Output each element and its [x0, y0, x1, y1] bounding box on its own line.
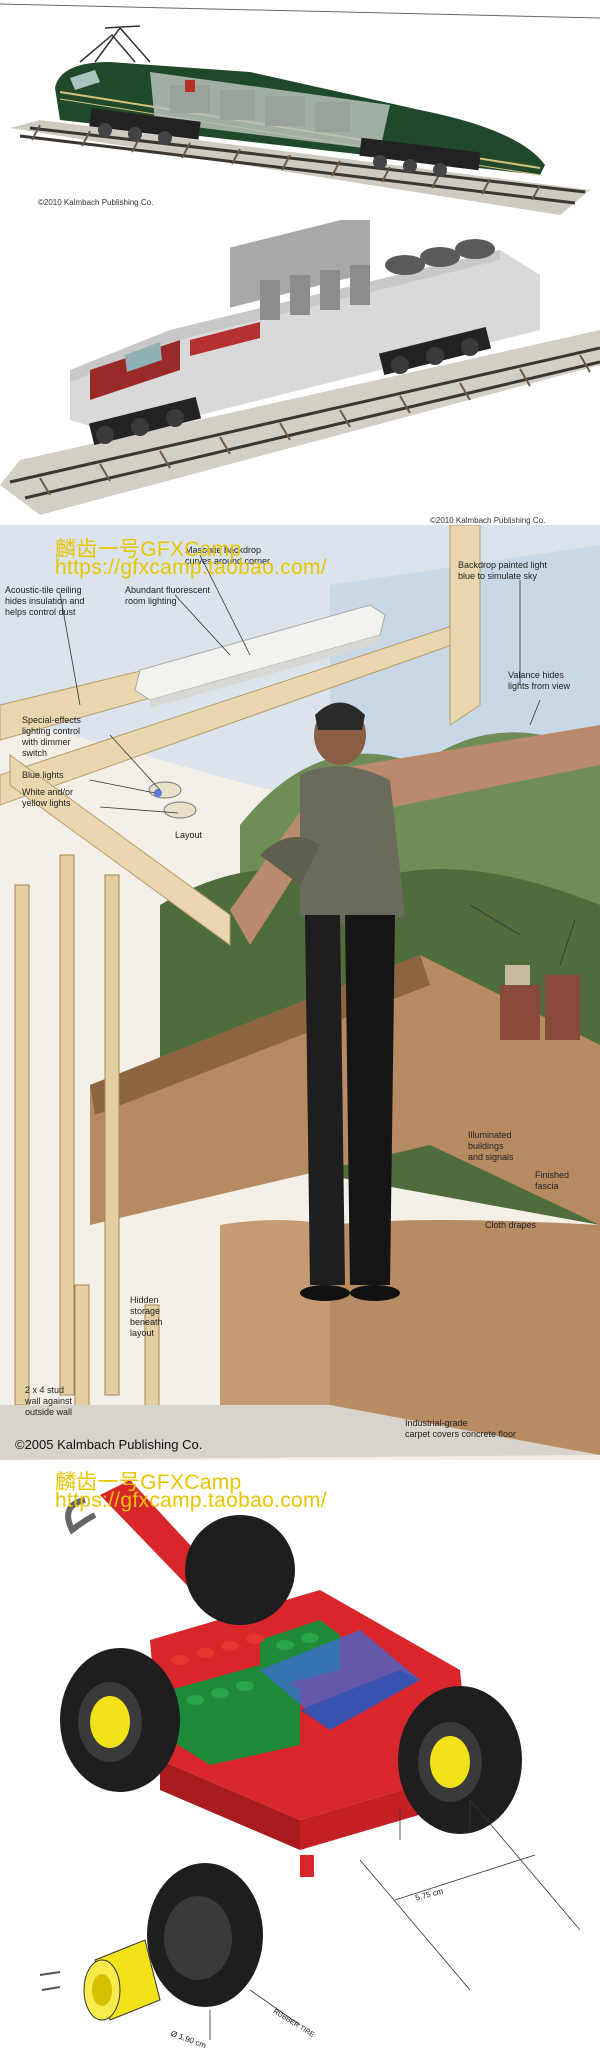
label-blue: Blue lights [22, 770, 64, 780]
label-layout: Layout [175, 830, 203, 840]
watermark-line2: https://gfxcamp.taobao.com/ [55, 556, 327, 579]
panel2-credit: ©2010 Kalmbach Publishing Co. [430, 516, 546, 525]
diesel-locomotive-illustration [0, 220, 600, 515]
watermark-line1-b: 麟齿一号GFXCamp [55, 1471, 242, 1494]
panel-diesel-locomotive: ©2010 Kalmbach Publishing Co. [0, 220, 600, 525]
panel1-credit: ©2010 Kalmbach Publishing Co. [38, 198, 154, 207]
watermark-line1: 麟齿一号GFXCamp [55, 538, 242, 561]
panel-electric-locomotive: ©2010 Kalmbach Publishing Co. [0, 0, 600, 220]
electric-locomotive-illustration [0, 3, 600, 215]
label-drapes: Cloth drapes [485, 1220, 537, 1230]
lego-vehicle-illustration [39, 1480, 581, 2040]
person-figure [260, 702, 405, 1301]
panel-lego-vehicle: 1.15 cm 5.75 cm Ø 1.90 cm RUBBER TIRE 麟齿… [0, 1460, 600, 2052]
layout-room-illustration [0, 525, 600, 1460]
panel3-credit: ©2005 Kalmbach Publishing Co. [15, 1437, 203, 1452]
watermark-line2-b: https://gfxcamp.taobao.com/ [55, 1489, 327, 1512]
